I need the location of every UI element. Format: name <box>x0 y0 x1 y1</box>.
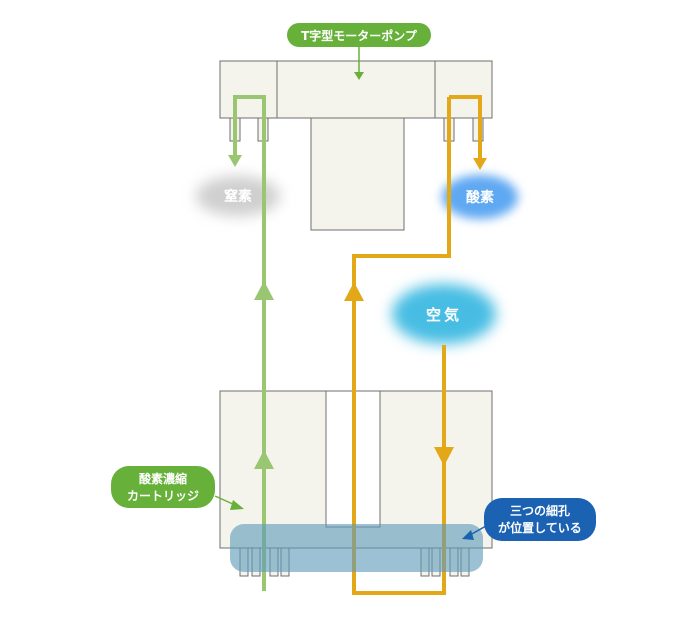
nitrogen-cloud: 窒素 <box>196 176 280 216</box>
holes-callout-line1: 三つの細孔 <box>510 503 570 518</box>
holes-callout-bubble <box>484 498 596 541</box>
pump-callout-arrowhead <box>354 72 364 80</box>
cartridge-callout-pointer <box>214 495 236 506</box>
cartridge-callout: 酸素濃縮 カートリッジ <box>111 466 244 510</box>
oxygen-flow-arrow-down <box>434 447 454 466</box>
nitrogen-flow-arrow-up <box>254 450 274 469</box>
nitrogen-flow-arrow-up <box>254 281 274 300</box>
holes-callout: 三つの細孔 が位置している <box>462 498 596 541</box>
oxygen-flow-arrow-up <box>344 282 364 301</box>
air-label: 空気 <box>426 306 462 324</box>
nitrogen-label: 窒素 <box>224 188 252 205</box>
cartridge-callout-line1: 酸素濃縮 <box>139 471 187 486</box>
oxygen-label: 酸素 <box>466 189 494 206</box>
pump-motor <box>310 117 405 231</box>
cartridge-callout-arrowhead <box>230 500 244 510</box>
pump-body <box>219 60 493 119</box>
oxygen-cloud-shape <box>442 175 518 219</box>
holes-callout-arrowhead <box>462 530 474 540</box>
holes-callout-pointer <box>469 525 487 536</box>
cartridge-callout-line2: カートリッジ <box>127 489 199 503</box>
nitrogen-flow-line <box>233 95 266 591</box>
nitrogen-cloud-shape <box>196 176 280 216</box>
pump-callout-label: T字型モーターポンプ <box>301 28 418 43</box>
nitrogen-flow <box>228 95 274 591</box>
oxygen-flow-arrow-out <box>473 158 487 170</box>
micropores-band <box>230 524 483 572</box>
nitrogen-flow-arrow-out <box>228 155 242 167</box>
oxygen-flow-line-to-outlet <box>449 95 482 160</box>
pump-callout-bubble <box>287 23 431 47</box>
air-cloud-shape <box>392 284 496 344</box>
cartridge-callout-bubble <box>111 466 215 508</box>
oxygen-cloud: 酸素 <box>442 175 518 219</box>
pump-callout: T字型モーターポンプ <box>287 23 431 80</box>
air-cloud: 空気 <box>392 284 496 344</box>
holes-callout-line2: が位置している <box>498 520 582 535</box>
